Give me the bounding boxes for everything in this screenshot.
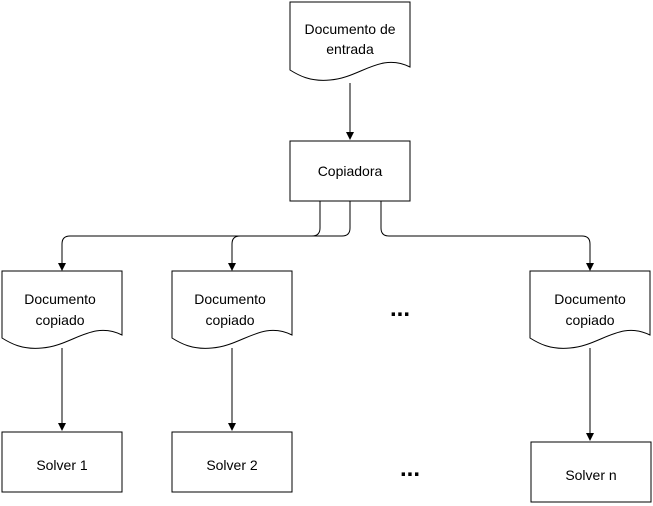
node-copied-document-2: Documento copiado — [171, 270, 293, 349]
copied-document-1-label-line1: Documento — [24, 291, 96, 307]
input-document-label-line1: Documento de — [304, 21, 395, 37]
solver-n-label: Solver n — [565, 467, 616, 483]
copied-document-n-label-line2: copiado — [565, 312, 614, 328]
document-shape — [171, 270, 293, 349]
process-shape — [1, 431, 123, 493]
edge-copier-to-copy-2 — [228, 201, 351, 271]
document-shape — [289, 1, 411, 81]
edges — [58, 83, 594, 441]
node-input-document: Documento de entrada — [289, 1, 411, 81]
document-shape — [1, 270, 123, 349]
edge-copier-to-copy-1 — [58, 201, 321, 271]
node-copied-document-n: Documento copiado — [529, 270, 651, 349]
process-shape — [289, 140, 411, 202]
documents-ellipsis: ... — [390, 295, 410, 322]
node-solver-2: Solver 2 — [171, 431, 293, 493]
node-copier: Copiadora — [289, 140, 411, 202]
process-shape — [530, 441, 652, 503]
copied-document-2-label-line1: Documento — [194, 291, 266, 307]
node-solver-n: Solver n — [530, 441, 652, 503]
edge-copier-to-copy-n — [380, 201, 594, 271]
node-copied-document-1: Documento copiado — [1, 270, 123, 349]
copied-document-n-label-line1: Documento — [554, 291, 626, 307]
copied-document-1-label-line2: copiado — [35, 312, 84, 328]
solvers-ellipsis: ... — [400, 455, 420, 482]
copied-document-2-label-line2: copiado — [205, 312, 254, 328]
copier-label: Copiadora — [318, 163, 383, 179]
solver-1-label: Solver 1 — [36, 457, 88, 473]
node-solver-1: Solver 1 — [1, 431, 123, 493]
process-shape — [171, 431, 293, 493]
input-document-label-line2: entrada — [326, 41, 374, 57]
solver-2-label: Solver 2 — [206, 457, 258, 473]
document-shape — [529, 270, 651, 349]
